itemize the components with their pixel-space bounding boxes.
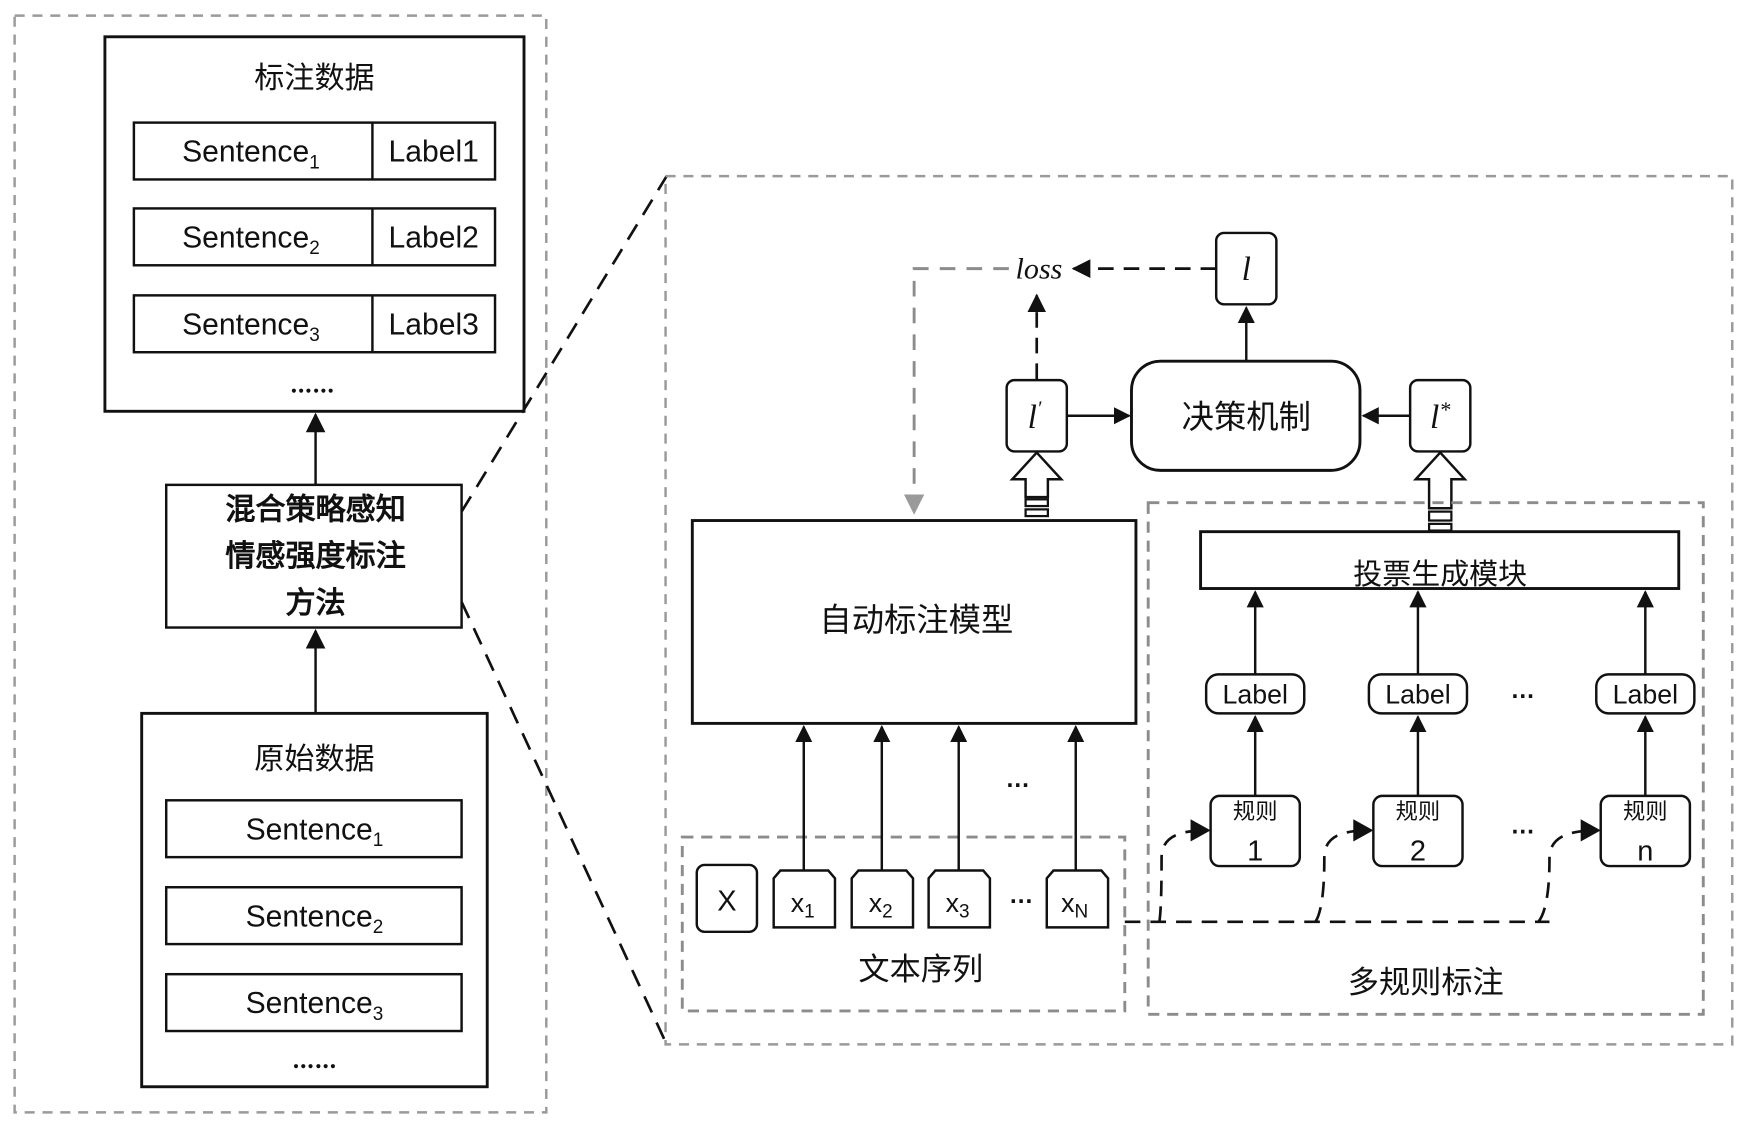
label-ellipsis: … <box>1510 677 1535 704</box>
method-line: 混合策略感知 <box>225 492 405 527</box>
sentence-text: Sentence3 <box>246 987 384 1025</box>
raw-data-title: 原始数据 <box>254 742 374 777</box>
zoom-connector-bottom <box>460 601 668 1045</box>
rule-label-text: Label <box>1385 679 1450 709</box>
ellipsis: …… <box>290 372 335 398</box>
rule-label-pill <box>1367 673 1469 715</box>
model-label-box: l′ <box>1005 378 1069 453</box>
arrow-into-rule <box>1580 819 1601 842</box>
method-box: 混合策略感知 情感强度标注 方法 <box>164 483 463 629</box>
multi-rule-title: 多规则标注 <box>1348 965 1504 1001</box>
block-arrow-vote-up <box>1412 450 1468 532</box>
vote-module-text: 投票生成模块 <box>1353 557 1527 591</box>
token-box: x2 <box>850 869 915 929</box>
dashed-flow-to-rules <box>1124 829 1598 924</box>
labeled-row: Sentence1 Label1 <box>132 121 497 181</box>
token-box: xN <box>1045 869 1110 929</box>
rule-label-pill <box>1204 673 1306 715</box>
label-text: Label2 <box>389 221 479 254</box>
rule-number: n <box>1637 835 1653 867</box>
method-line: 情感强度标注 <box>225 539 405 574</box>
raw-row: Sentence3 <box>164 972 463 1033</box>
model-label-symbol: l′ <box>1028 398 1042 436</box>
raw-row: Sentence2 <box>164 886 463 946</box>
loss-text: loss <box>1016 252 1063 286</box>
rule-number: 2 <box>1410 835 1426 867</box>
rule-label-text: Label <box>1222 679 1287 709</box>
decision-text: 决策机制 <box>1182 398 1311 436</box>
rule-column: Label 规则 n <box>1595 590 1696 868</box>
rule-label-symbol: l* <box>1430 397 1451 436</box>
text-sequence-title: 文本序列 <box>858 952 983 988</box>
rule-column: Label 规则 1 <box>1204 590 1306 868</box>
token-box: x3 <box>927 869 992 929</box>
arrow-into-rule <box>1353 819 1374 842</box>
auto-model-box: 自动标注模型 <box>690 519 1138 725</box>
ellipsis: …… <box>292 1048 337 1074</box>
detail-panel-frame <box>664 174 1734 1046</box>
rule-column: Label 规则 2 <box>1367 590 1469 868</box>
token-ellipsis: … <box>1009 882 1034 909</box>
multi-rule-frame <box>1146 501 1705 1016</box>
rule-text: 规则 <box>1623 799 1668 825</box>
raw-row: Sentence1 <box>164 799 463 859</box>
arrow-into-rule <box>1190 819 1211 842</box>
text-sequence-frame <box>680 835 1127 1013</box>
sentence-text: Sentence3 <box>182 308 320 346</box>
final-label-box: l <box>1214 231 1278 306</box>
sentence-text: Sentence2 <box>246 900 384 938</box>
labeled-data-title: 标注数据 <box>254 61 374 96</box>
rule-text: 规则 <box>1233 799 1278 825</box>
decision-box: 决策机制 <box>1130 359 1362 472</box>
method-line: 方法 <box>285 586 345 621</box>
sentence-text: Sentence1 <box>182 136 320 174</box>
token-text: x2 <box>869 888 893 923</box>
rule-ellipsis: … <box>1510 813 1535 840</box>
rule-label-text: Label <box>1613 679 1678 709</box>
vote-module-box: 投票生成模块 <box>1199 530 1681 591</box>
block-arrow-model-up <box>1009 450 1065 518</box>
label-text: Label1 <box>389 136 479 169</box>
sentence-text: Sentence1 <box>246 813 384 851</box>
sentence-text: Sentence2 <box>182 221 320 259</box>
token-box: x1 <box>772 869 837 929</box>
left-panel-frame <box>13 14 548 1114</box>
token-text: x1 <box>791 888 815 923</box>
rule-label-pill <box>1595 673 1696 715</box>
rule-box <box>1209 794 1302 868</box>
auto-model-text: 自动标注模型 <box>819 601 1013 639</box>
arrow-loss-feedback <box>903 267 1009 515</box>
whole-text-symbol: X <box>717 886 736 918</box>
rule-box <box>1599 794 1692 868</box>
rule-label-box: l* <box>1408 378 1472 453</box>
token-text: x3 <box>946 888 970 923</box>
labeled-data-box: 标注数据 Sentence1 Label1 Sentence2 Label2 S… <box>103 35 526 413</box>
rule-box <box>1372 794 1464 868</box>
rule-number: 1 <box>1247 835 1263 867</box>
inputs-ellipsis: … <box>1006 766 1031 793</box>
raw-data-box: 原始数据 Sentence1 Sentence2 Sentence3 …… <box>140 711 489 1089</box>
label-text: Label3 <box>389 308 479 341</box>
zoom-connector-top <box>460 175 668 513</box>
labeled-row: Sentence2 Label2 <box>132 207 497 267</box>
labeled-row: Sentence3 Label3 <box>132 294 497 354</box>
rule-text: 规则 <box>1396 799 1441 825</box>
final-label-symbol: l <box>1242 251 1251 288</box>
whole-text-box: X <box>695 863 759 934</box>
token-text: xN <box>1061 888 1088 923</box>
